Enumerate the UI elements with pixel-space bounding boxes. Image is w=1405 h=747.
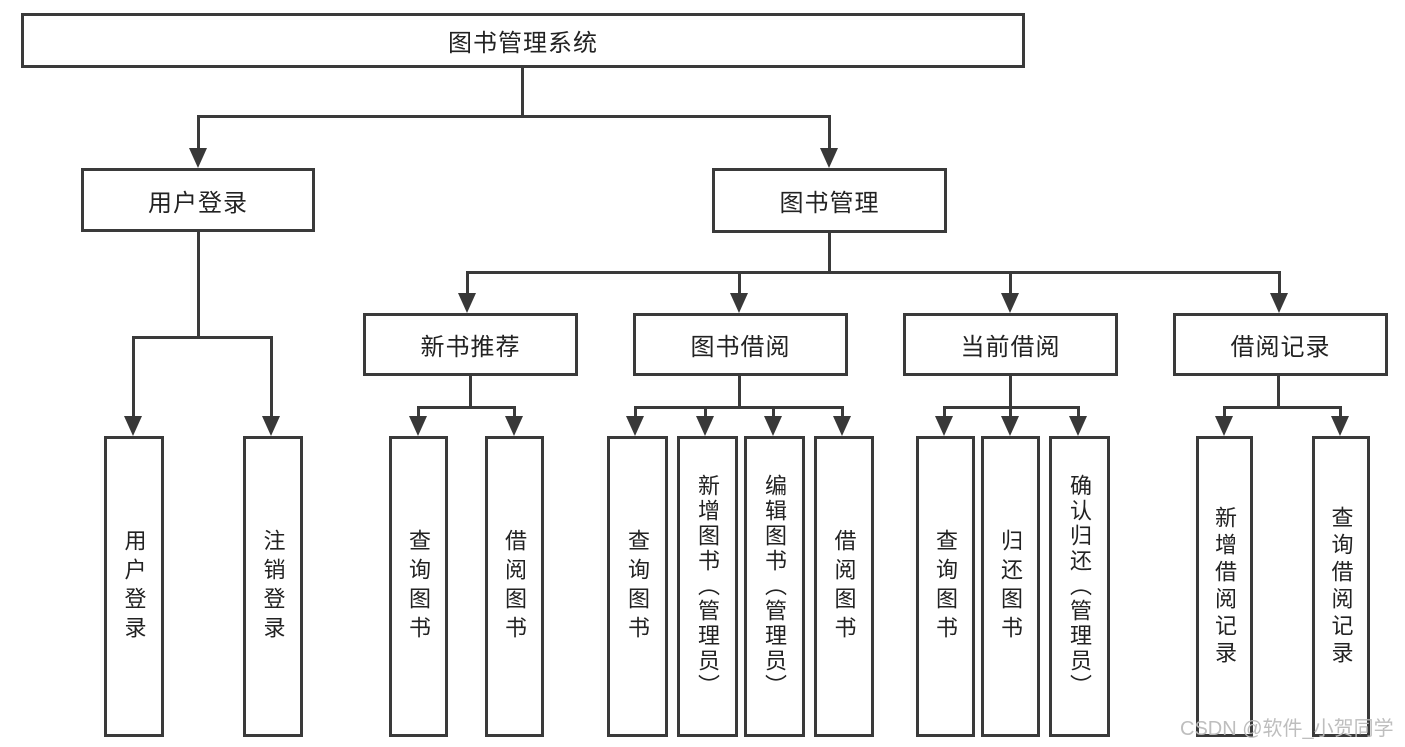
leaf-add-borrow-record: 新增借阅记录 [1196, 436, 1253, 737]
leaf-confirm-return-admin-label: 确认归还（管理员） [1067, 474, 1093, 699]
connector-line [197, 115, 200, 151]
leaf-query-book-2-label: 查询图书 [625, 528, 651, 645]
connector-line [1009, 271, 1012, 297]
node-book-borrow-label: 图书借阅 [690, 334, 791, 361]
leaf-query-book-3: 查询图书 [916, 436, 975, 737]
connector-line [1223, 406, 1342, 409]
leaf-borrow-book-1: 借阅图书 [485, 436, 544, 737]
node-user-login-label: 用户登录 [148, 189, 248, 217]
connector-line [469, 376, 472, 409]
arrow-down-icon [505, 416, 523, 436]
leaf-borrow-book-2: 借阅图书 [814, 436, 874, 737]
arrow-down-icon [458, 293, 476, 313]
connector-line [828, 233, 831, 274]
leaf-user-login-label: 用户登录 [121, 528, 147, 645]
node-borrow-record: 借阅记录 [1173, 313, 1388, 376]
connector-line [132, 336, 273, 339]
leaf-query-book-2: 查询图书 [607, 436, 668, 737]
leaf-query-borrow-record-label: 查询借阅记录 [1328, 505, 1354, 668]
arrow-down-icon [935, 416, 953, 436]
node-borrow-record-label: 借阅记录 [1230, 334, 1331, 361]
connector-line [417, 406, 420, 420]
connector-line [704, 406, 707, 420]
connector-line [1223, 406, 1226, 420]
arrow-down-icon [1001, 293, 1019, 313]
leaf-edit-book-admin-label: 编辑图书（管理员） [762, 474, 788, 699]
arrow-down-icon [1215, 416, 1233, 436]
node-root: 图书管理系统 [21, 13, 1025, 68]
leaf-borrow-book-2-label: 借阅图书 [831, 528, 857, 645]
arrow-down-icon [833, 416, 851, 436]
arrow-down-icon [696, 416, 714, 436]
leaf-query-book-1-label: 查询图书 [406, 528, 432, 645]
node-book-management: 图书管理 [712, 168, 947, 233]
csdn-watermark: CSDN @软件_小贺同学 [1180, 718, 1394, 740]
arrow-down-icon [189, 148, 207, 168]
node-book-management-label: 图书管理 [779, 190, 880, 217]
arrow-down-icon [1331, 416, 1349, 436]
connector-line [197, 232, 200, 339]
node-book-borrow: 图书借阅 [633, 313, 848, 376]
connector-line [1278, 271, 1281, 297]
node-new-book-recommend-label: 新书推荐 [420, 334, 521, 361]
connector-line [828, 115, 831, 151]
arrow-down-icon [1270, 293, 1288, 313]
connector-line [197, 115, 831, 118]
connector-line [738, 376, 741, 409]
leaf-logout-label: 注销登录 [260, 528, 286, 645]
connector-line [738, 271, 741, 297]
connector-line [1277, 376, 1280, 409]
leaf-confirm-return-admin: 确认归还（管理员） [1049, 436, 1110, 737]
arrow-down-icon [730, 293, 748, 313]
leaf-return-book: 归还图书 [981, 436, 1040, 737]
node-user-login: 用户登录 [81, 168, 315, 232]
arrow-down-icon [820, 148, 838, 168]
leaf-borrow-book-1-label: 借阅图书 [502, 528, 528, 645]
connector-line [772, 406, 775, 420]
connector-line [1077, 406, 1080, 420]
connector-line [513, 406, 516, 420]
leaf-query-borrow-record: 查询借阅记录 [1312, 436, 1370, 737]
connector-line [417, 406, 516, 409]
arrow-down-icon [124, 416, 142, 436]
arrow-down-icon [262, 416, 280, 436]
leaf-user-login: 用户登录 [104, 436, 164, 737]
connector-line [521, 68, 524, 117]
arrow-down-icon [1069, 416, 1087, 436]
leaf-add-book-admin-label: 新增图书（管理员） [695, 474, 721, 699]
node-current-borrow-label: 当前借阅 [960, 334, 1061, 361]
connector-line [132, 336, 135, 418]
leaf-logout: 注销登录 [243, 436, 303, 737]
connector-line [270, 336, 273, 418]
arrow-down-icon [626, 416, 644, 436]
leaf-add-book-admin: 新增图书（管理员） [677, 436, 738, 737]
node-new-book-recommend: 新书推荐 [363, 313, 578, 376]
connector-line [1009, 406, 1012, 420]
arrow-down-icon [764, 416, 782, 436]
connector-line [1339, 406, 1342, 420]
node-root-label: 图书管理系统 [448, 30, 598, 57]
leaf-query-book-3-label: 查询图书 [933, 528, 959, 645]
leaf-edit-book-admin: 编辑图书（管理员） [744, 436, 805, 737]
node-current-borrow: 当前借阅 [903, 313, 1118, 376]
connector-line [943, 406, 946, 420]
connector-line [841, 406, 844, 420]
leaf-query-book-1: 查询图书 [389, 436, 448, 737]
connector-line [634, 406, 844, 409]
connector-line [634, 406, 637, 420]
leaf-return-book-label: 归还图书 [998, 528, 1024, 645]
leaf-add-borrow-record-label: 新增借阅记录 [1212, 505, 1238, 668]
connector-line [466, 271, 469, 297]
arrow-down-icon [1001, 416, 1019, 436]
arrow-down-icon [409, 416, 427, 436]
connector-line [1009, 376, 1012, 409]
connector-line [466, 271, 1281, 274]
